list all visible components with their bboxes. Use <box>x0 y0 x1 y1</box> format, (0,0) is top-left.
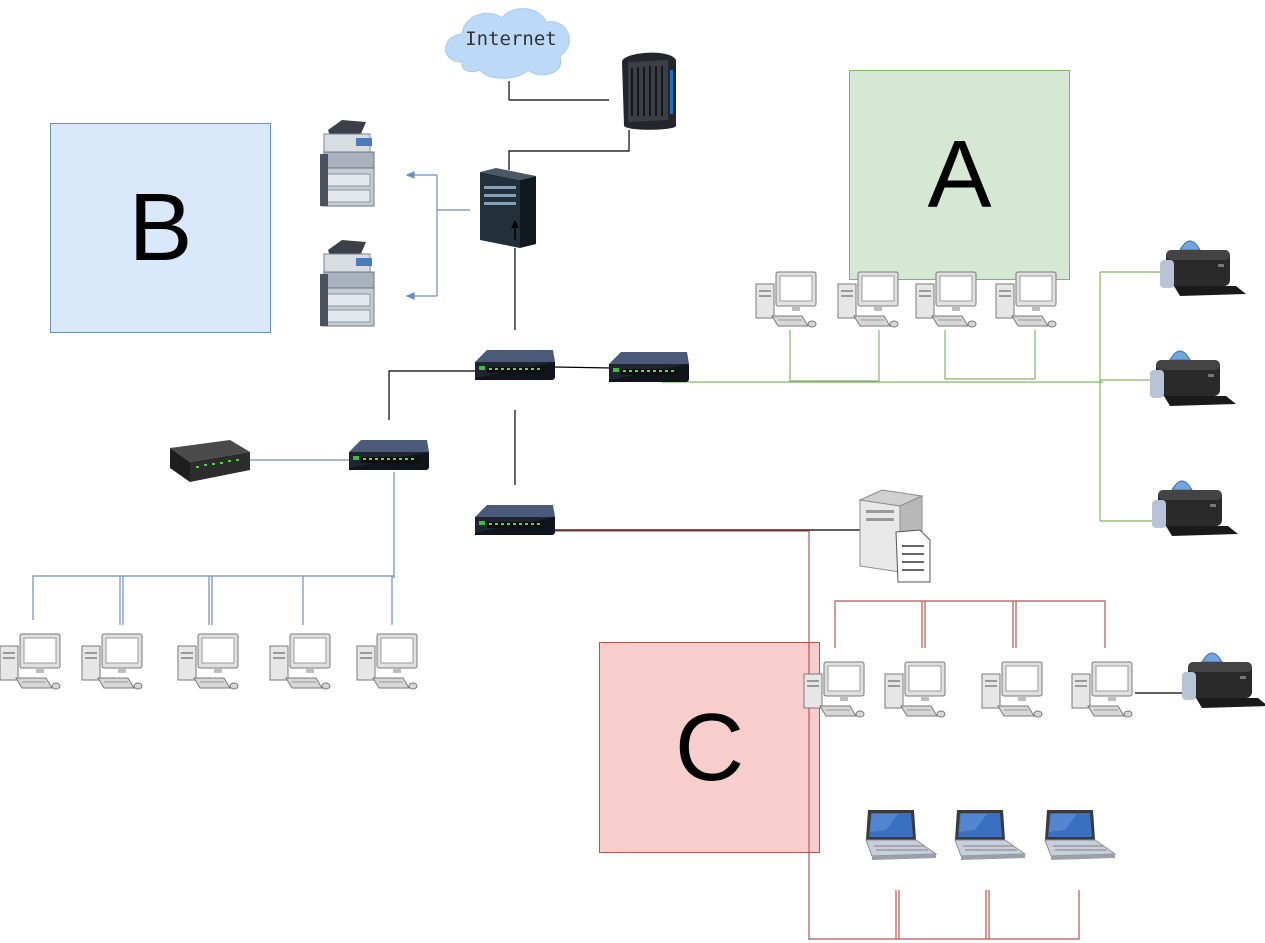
link-modem-server <box>508 130 630 170</box>
desktop-computer-icon <box>755 271 817 328</box>
network-switch-icon <box>349 440 429 470</box>
zone-c-label: C <box>674 693 745 801</box>
desktop-computer-icon <box>884 661 946 718</box>
laptop-icon <box>954 809 1026 861</box>
zone-a-links <box>661 271 1160 522</box>
file-server-icon <box>858 489 931 583</box>
internet-label: Internet <box>465 28 557 50</box>
laptop-icon <box>1044 809 1116 861</box>
network-switch-icon <box>609 352 689 382</box>
zone-b-label: B <box>128 174 193 281</box>
inkjet-printer-icon <box>1149 350 1237 407</box>
zone-a-label: A <box>927 121 992 228</box>
zone-c-links <box>555 530 1106 940</box>
link-core-switch-b <box>388 370 475 420</box>
desktop-computer-icon <box>837 271 899 328</box>
multifunction-printer-icon <box>319 239 375 327</box>
desktop-computer-icon <box>81 633 143 690</box>
desktop-computer-icon <box>177 633 239 690</box>
network-switch-icon <box>475 350 555 380</box>
link-core-switch-a <box>554 366 613 369</box>
inkjet-printer-icon <box>1181 652 1265 709</box>
desktop-computer-icon <box>803 661 865 718</box>
desktop-computer-icon <box>915 271 977 328</box>
network-switch-icon <box>475 505 555 535</box>
desktop-computer-icon <box>981 661 1043 718</box>
server-tower-icon <box>480 168 536 248</box>
desktop-computer-icon <box>995 271 1057 328</box>
router-icon <box>170 440 250 482</box>
inkjet-printer-icon <box>1151 480 1239 537</box>
zone-c: C <box>599 642 820 853</box>
inkjet-printer-icon <box>1159 240 1247 297</box>
zone-b: B <box>50 123 271 333</box>
desktop-computer-icon <box>269 633 331 690</box>
desktop-computer-icon <box>356 633 418 690</box>
multifunction-printer-icon <box>319 119 375 207</box>
desktop-computer-icon <box>0 633 61 690</box>
laptop-icon <box>865 809 937 861</box>
internet-cloud-icon: Internet <box>445 8 570 79</box>
desktop-computer-icon <box>1071 661 1133 718</box>
modem-icon <box>622 52 676 130</box>
zone-b-links <box>32 171 470 625</box>
